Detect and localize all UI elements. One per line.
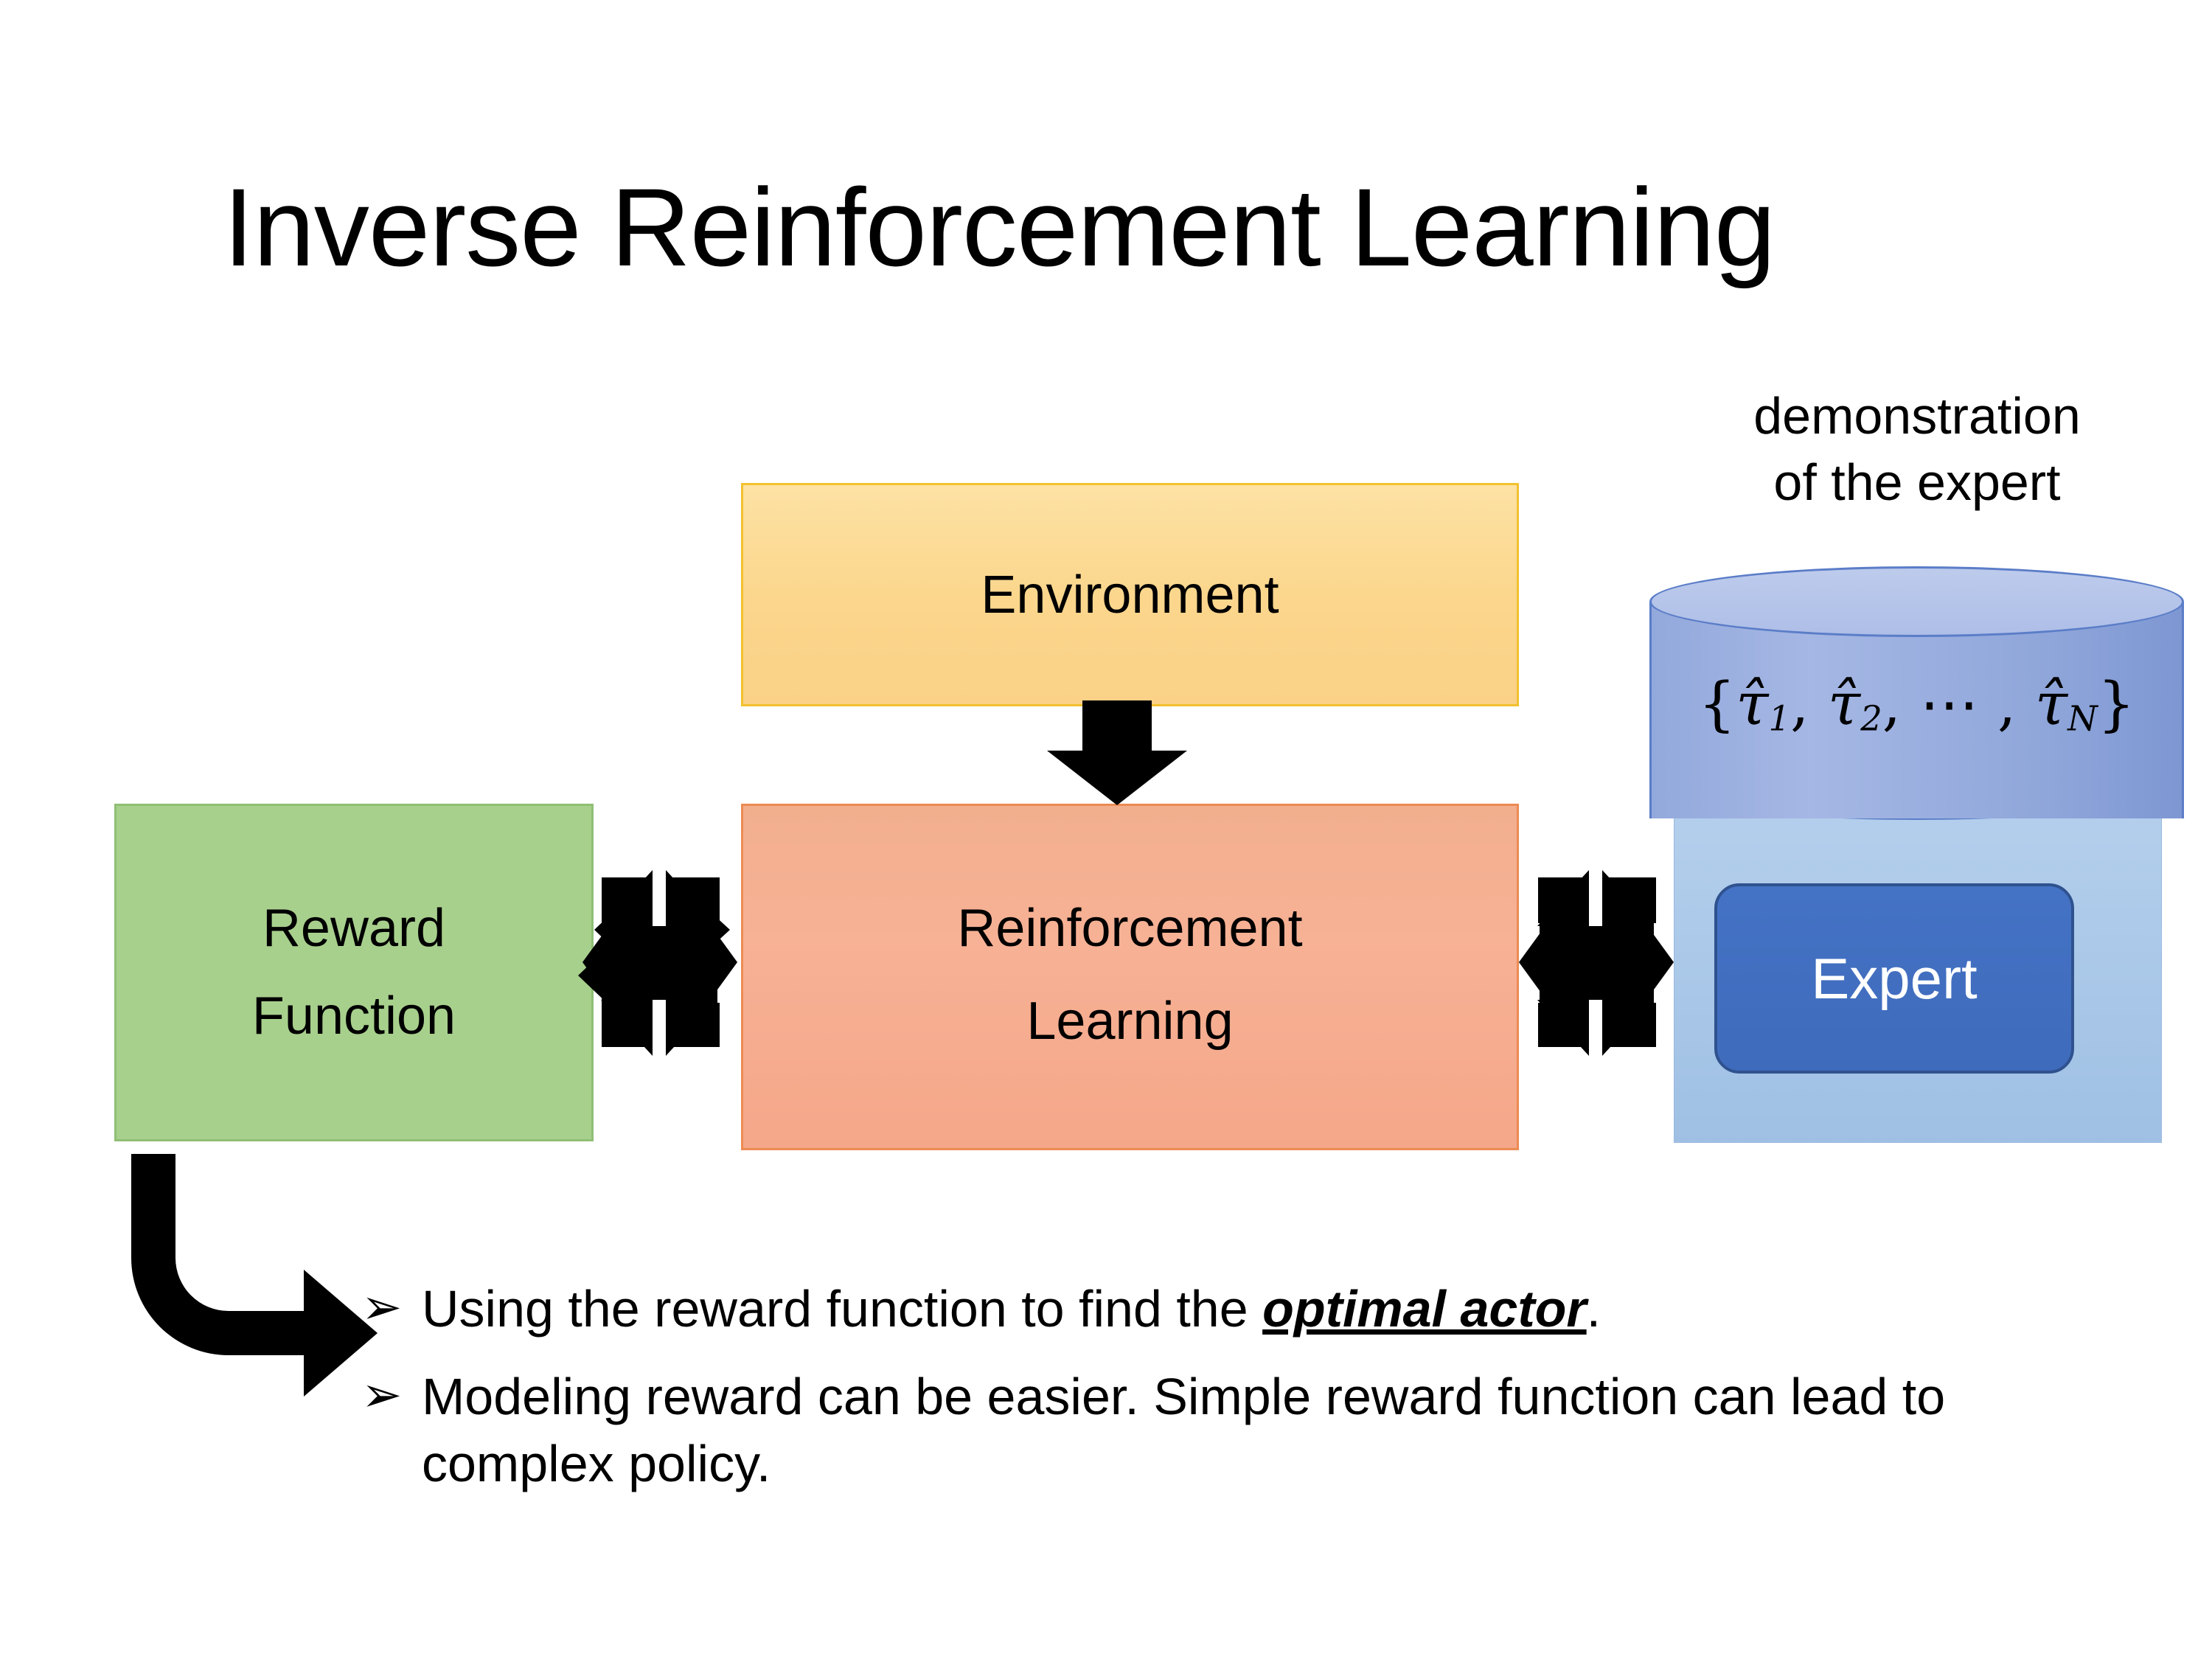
- environment-label: Environment: [981, 565, 1279, 625]
- demonstration-caption: demonstration of the expert: [1652, 383, 2183, 515]
- bullet-text-2: Modeling reward can be easier. Simple re…: [422, 1368, 1946, 1492]
- bullet-1-text-after: .: [1586, 1280, 1601, 1338]
- reward-function-box[interactable]: Reward Function: [114, 804, 594, 1141]
- bullet-arrow-icon: ➢: [361, 1367, 403, 1422]
- rl-label-line1: Reinforcement: [957, 899, 1303, 958]
- expert-label: Expert: [1811, 945, 1978, 1011]
- tau-n: τ̂: [2034, 669, 2068, 738]
- sep-1: ,: [1790, 669, 1828, 738]
- expert-box[interactable]: Expert: [1714, 883, 2074, 1074]
- tau-1: τ̂: [1736, 669, 1769, 738]
- cylinder-body: [1649, 602, 2184, 818]
- rl-label-line2: Learning: [1026, 992, 1234, 1051]
- bullet-1-emphasis: optimal actor: [1262, 1280, 1587, 1338]
- reward-label-line2: Function: [251, 987, 456, 1046]
- list-item: ➢ Using the reward function to find the …: [361, 1276, 2057, 1343]
- demonstration-caption-line1: demonstration: [1753, 387, 2081, 445]
- reward-label-line1: Reward: [262, 899, 446, 959]
- reward-label-group: Reward Function: [252, 885, 456, 1060]
- rl-label-group: Reinforcement Learning: [957, 882, 1302, 1072]
- down-arrow-environment-to-rl: [1047, 700, 1187, 805]
- bent-arrow-reward-to-bullets: [131, 1154, 378, 1397]
- bullet-list: ➢ Using the reward function to find the …: [361, 1276, 2057, 1518]
- cylinder-top-ellipse: [1649, 566, 2184, 637]
- demonstration-cylinder: {τ̂1, τ̂2, ⋯ , τ̂N}: [1649, 566, 2184, 854]
- bullet-1-text-before: Using the reward function to find the: [422, 1280, 1263, 1338]
- trajectory-set-label: {τ̂1, τ̂2, ⋯ , τ̂N}: [1649, 669, 2184, 738]
- list-item: ➢ Modeling reward can be easier. Simple …: [361, 1363, 2057, 1498]
- page-title: Inverse Reinforcement Learning: [223, 165, 1776, 289]
- tau-2-sub: 2: [1860, 698, 1882, 739]
- demonstration-caption-line2: of the expert: [1773, 453, 2061, 511]
- bullet-text-1: Using the reward function to find the op…: [422, 1276, 1601, 1343]
- double-arrow-reward-to-rl: [578, 870, 737, 1056]
- reinforcement-learning-box[interactable]: Reinforcement Learning: [741, 804, 1519, 1150]
- bullet-arrow-icon: ➢: [361, 1279, 403, 1334]
- environment-box[interactable]: Environment: [741, 483, 1519, 706]
- double-arrow-rl-to-expert: [1519, 870, 1674, 1056]
- tau-2: τ̂: [1827, 669, 1861, 738]
- sep-2: , ⋯ ,: [1882, 669, 2035, 738]
- tau-n-sub: N: [2067, 698, 2098, 739]
- brace-close: }: [2097, 669, 2135, 738]
- brace-open: {: [1698, 669, 1736, 738]
- tau-1-sub: 1: [1768, 698, 1791, 739]
